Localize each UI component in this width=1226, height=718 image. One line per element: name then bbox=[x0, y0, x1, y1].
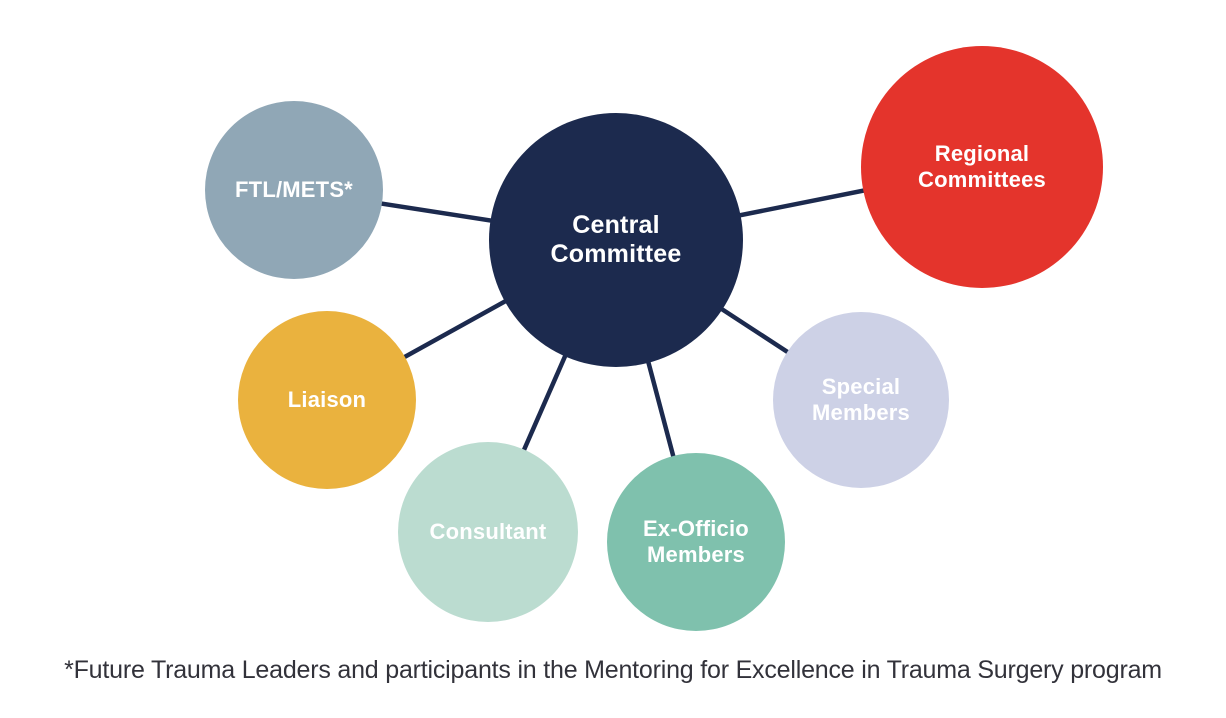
node-special-members-label: Special Members bbox=[812, 374, 910, 425]
node-liaison-label: Liaison bbox=[287, 387, 367, 413]
node-central-committee-label: Central Committee bbox=[550, 210, 682, 269]
node-special-members: Special Members bbox=[773, 312, 949, 488]
node-ex-officio-members: Ex-Officio Members bbox=[607, 453, 785, 631]
node-regional-committees-label: Regional Committees bbox=[918, 141, 1046, 192]
node-ex-officio-members-label: Ex-Officio Members bbox=[643, 516, 749, 567]
node-liaison: Liaison bbox=[238, 311, 416, 489]
node-regional-committees: Regional Committees bbox=[861, 46, 1103, 288]
node-consultant: Consultant bbox=[398, 442, 578, 622]
footnote: *Future Trauma Leaders and participants … bbox=[64, 656, 1162, 684]
node-ftl-mets-label: FTL/METS* bbox=[235, 177, 353, 203]
node-ftl-mets: FTL/METS* bbox=[205, 101, 383, 279]
node-central-committee: Central Committee bbox=[489, 113, 743, 367]
node-consultant-label: Consultant bbox=[429, 519, 547, 545]
